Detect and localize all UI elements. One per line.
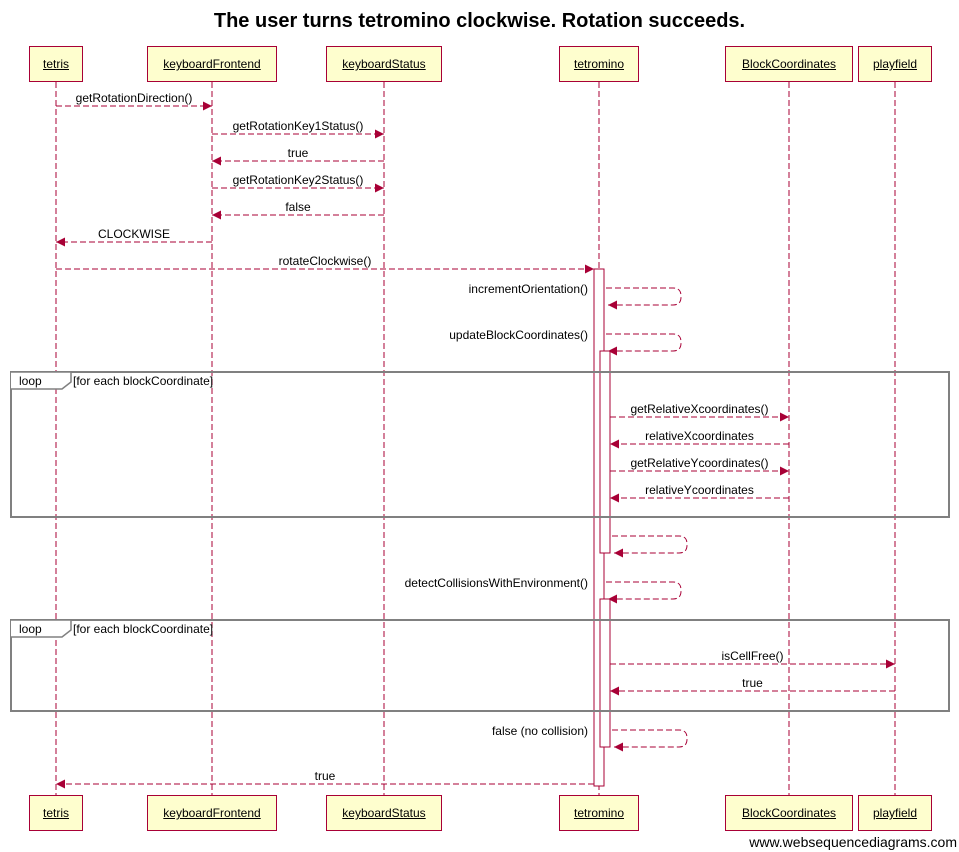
participant-playfield-bottom: playfield (858, 795, 932, 831)
message-label: updateBlockCoordinates() (449, 328, 588, 342)
message-arrow (612, 535, 688, 558)
loop-frame (10, 371, 950, 518)
loop-frame-tab (11, 619, 72, 638)
activation-bar (599, 598, 611, 748)
participant-tetris-bottom: tetris (29, 795, 83, 831)
loop-frame-tab (11, 371, 72, 390)
message-label: getRotationKey2Status() (233, 173, 364, 187)
message-arrow (612, 729, 688, 752)
participant-keyboardFrontend-bottom: keyboardFrontend (147, 795, 277, 831)
message-label: detectCollisionsWithEnvironment() (405, 576, 588, 590)
loop-guard-label: [for each blockCoordinate] (73, 622, 213, 636)
message-label: getRotationKey1Status() (233, 119, 364, 133)
message-label: isCellFree() (721, 649, 783, 663)
message-label: incrementOrientation() (469, 282, 588, 296)
participant-tetromino-bottom: tetromino (559, 795, 639, 831)
message-label: getRelativeYcoordinates() (630, 456, 768, 470)
message-label: true (315, 769, 336, 783)
loop-frame (10, 619, 950, 712)
message-label: true (288, 146, 309, 160)
diagram-title: The user turns tetromino clockwise. Rota… (213, 10, 746, 32)
participant-keyboardStatus-top: keyboardStatus (326, 46, 442, 82)
message-label: getRotationDirection() (76, 91, 193, 105)
loop-guard-label: [for each blockCoordinate] (73, 374, 213, 388)
participant-tetris-top: tetris (29, 46, 83, 82)
message-label: rotateClockwise() (279, 254, 372, 268)
loop-operator-label: loop (19, 622, 42, 636)
participant-BlockCoordinates-bottom: BlockCoordinates (725, 795, 853, 831)
message-arrow (606, 581, 682, 604)
message-label: relativeXcoordinates (645, 429, 754, 443)
message-label: false (no collision) (492, 724, 588, 738)
message-arrow (606, 287, 682, 310)
message-label: false (285, 200, 311, 214)
message-label: relativeYcoordinates (645, 483, 754, 497)
message-label: getRelativeXcoordinates() (630, 402, 768, 416)
message-label: CLOCKWISE (98, 227, 170, 241)
activation-bar (599, 350, 611, 554)
participant-tetromino-top: tetromino (559, 46, 639, 82)
watermark-text: www.websequencediagrams.com (749, 834, 957, 850)
message-arrow (606, 333, 682, 356)
loop-operator-label: loop (19, 374, 42, 388)
participant-keyboardStatus-bottom: keyboardStatus (326, 795, 442, 831)
message-label: true (742, 676, 763, 690)
participant-keyboardFrontend-top: keyboardFrontend (147, 46, 277, 82)
participant-BlockCoordinates-top: BlockCoordinates (725, 46, 853, 82)
participant-playfield-top: playfield (858, 46, 932, 82)
